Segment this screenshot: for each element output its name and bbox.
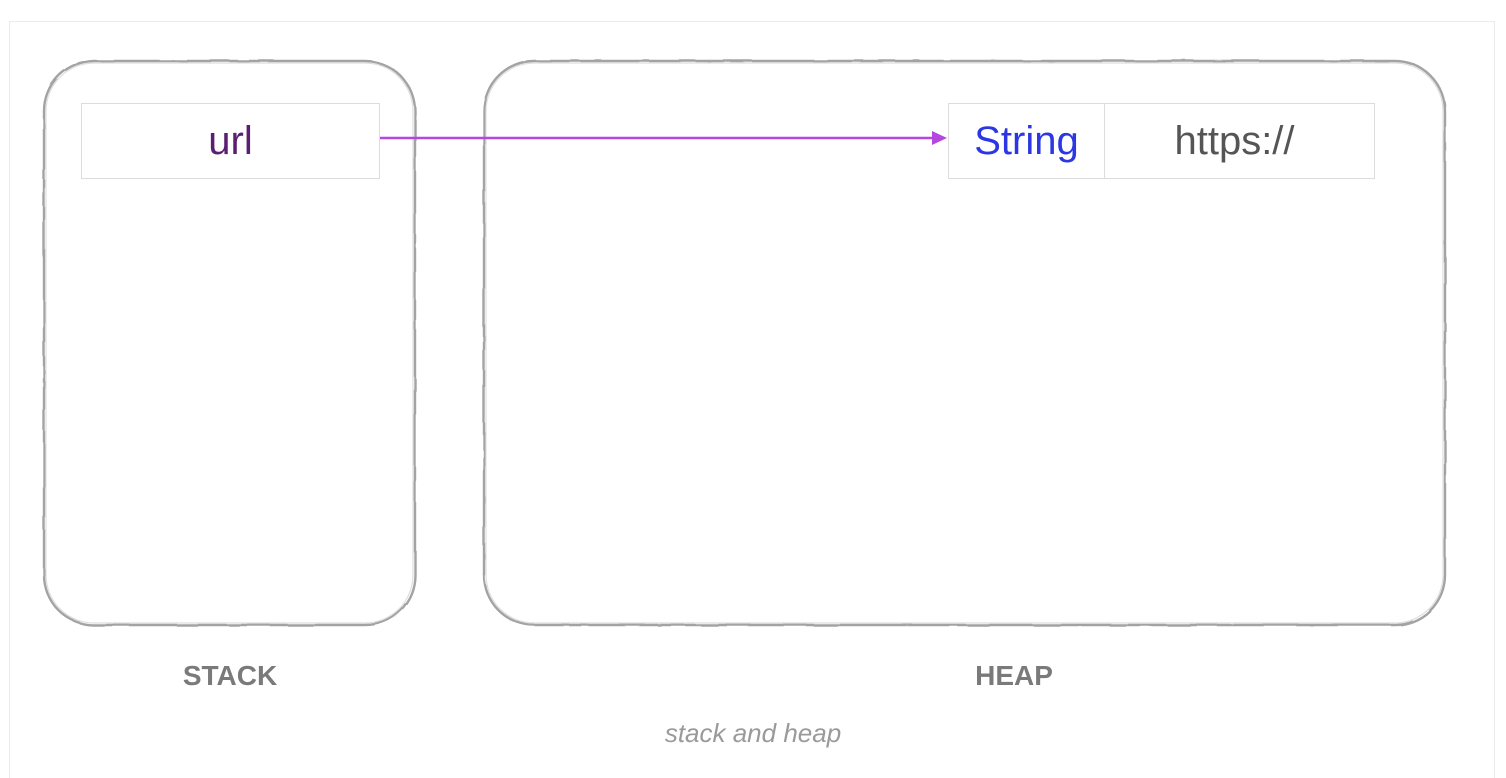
stack-label: STACK [182, 660, 278, 691]
arrow-right-icon [380, 131, 947, 145]
object-type: String [974, 118, 1079, 163]
diagram-frame [9, 21, 1495, 778]
object-value: https:// [1174, 118, 1295, 163]
heap-panel [482, 59, 1447, 627]
stack-panel [42, 59, 417, 627]
heap-object-type-cell: String [948, 103, 1105, 179]
variable-name: url [208, 118, 253, 163]
figure-caption: stack and heap [664, 718, 842, 748]
heap-label: HEAP [975, 660, 1053, 691]
stack-variable-cell: url [81, 103, 380, 179]
heap-object-value-cell: https:// [1104, 103, 1375, 179]
